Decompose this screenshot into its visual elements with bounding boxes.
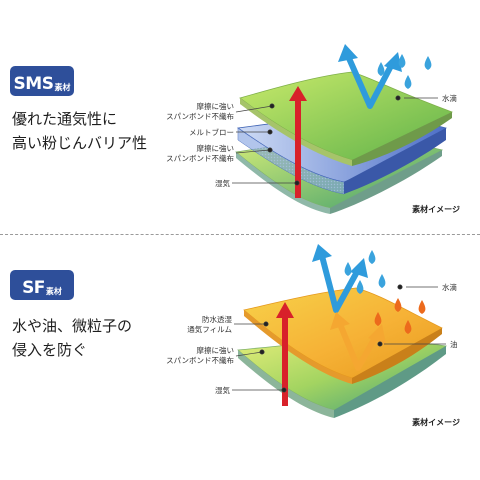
sf-panel: SF 素材 水や油、微粒子の 侵入を防ぐ [0, 240, 480, 480]
sf-headline-line2: 侵入を防ぐ [12, 341, 88, 359]
sms-water-repel-arrow [338, 44, 402, 109]
water-drop-icon [404, 75, 412, 89]
sms-panel: SMS 素材 優れた通気性に 高い粉じんバリア性 [0, 0, 480, 232]
water-drop-icon [424, 56, 432, 70]
sf-badge: SF 素材 [10, 270, 74, 300]
sf-label-moisture: 湿気 [215, 385, 230, 395]
sf-headline-line1: 水や油、微粒子の [12, 317, 133, 335]
sms-moisture-arrow [289, 86, 307, 198]
section-divider [0, 234, 480, 235]
sf-label-friction: 摩擦に強い [197, 345, 235, 355]
sf-badge-title: SF [22, 278, 45, 298]
sf-badge-subtitle: 素材 [45, 287, 62, 296]
water-drop-icon [398, 54, 406, 68]
oil-drop-icon [404, 320, 412, 334]
sms-label-moisture: 湿気 [215, 178, 230, 188]
sf-oil-drops [374, 298, 426, 334]
sf-moisture-arrow [276, 302, 294, 406]
water-drop-icon [368, 250, 376, 264]
water-drop-icon [378, 274, 386, 288]
sms-material-diagram: 水滴 摩擦に強い スパンボンド不織布 メルトブロー 摩擦に強い スパンボンド不織… [166, 44, 460, 214]
oil-drop-icon [394, 298, 402, 312]
water-drop-icon [344, 262, 352, 276]
sms-headline: 優れた通気性に 高い粉じんバリア性 [12, 107, 147, 155]
sf-label-film: 通気フィルム [187, 324, 232, 334]
sms-label-bottom-friction: 摩擦に強い [197, 143, 235, 153]
water-drop-icon [377, 62, 385, 76]
sf-oil-repel-arrow [330, 312, 386, 371]
sf-material-diagram: 水滴 油 防水透湿 通気フィルム 摩擦に強い スパンボンド不織布 湿気 素材イメ… [166, 244, 460, 427]
sms-caption: 素材イメージ [412, 204, 460, 214]
water-drop-icon [356, 280, 364, 294]
sf-label-waterproof: 防水透湿 [202, 314, 232, 324]
sms-water-drops [377, 54, 432, 89]
sf-label-spunbond: スパンボンド不織布 [166, 355, 234, 365]
sf-label-oil: 油 [450, 339, 458, 349]
sms-label-top-spunbond: スパンボンド不織布 [166, 111, 234, 121]
sf-label-water-drop: 水滴 [442, 282, 457, 292]
sf-caption: 素材イメージ [412, 417, 460, 427]
sms-label-meltblown: メルトブロー [189, 127, 234, 137]
sms-label-bottom-spunbond: スパンボンド不織布 [166, 153, 234, 163]
sms-badge-subtitle: 素材 [54, 83, 71, 92]
sms-label-top-friction: 摩擦に強い [197, 101, 235, 111]
sf-headline: 水や油、微粒子の 侵入を防ぐ [12, 314, 132, 362]
sf-water-drops [344, 250, 386, 294]
sms-badge: SMS 素材 [10, 66, 74, 96]
sms-badge-title: SMS [13, 74, 54, 94]
oil-drop-icon [374, 312, 382, 326]
sms-headline-line1: 優れた通気性に [12, 110, 118, 128]
oil-drop-icon [418, 300, 426, 314]
sms-label-water-drop: 水滴 [442, 93, 457, 103]
sms-headline-line2: 高い粉じんバリア性 [12, 134, 148, 152]
sf-water-repel-arrow [312, 244, 368, 313]
